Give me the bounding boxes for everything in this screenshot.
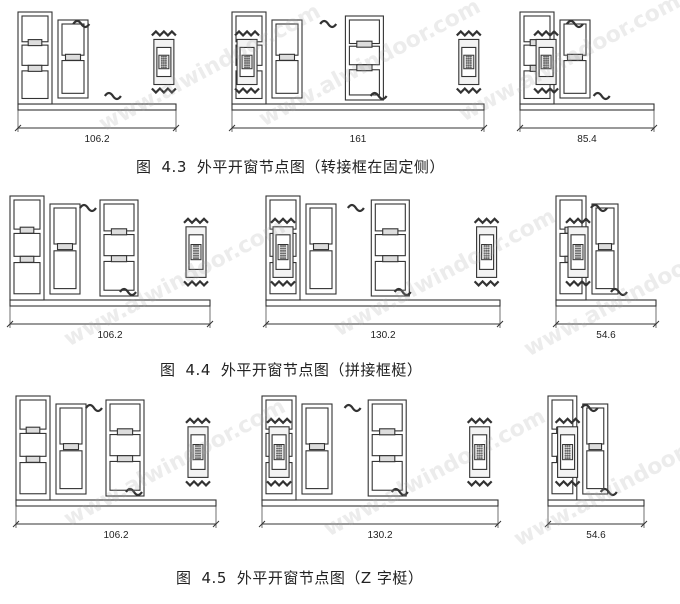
caption-prefix: 图 xyxy=(176,569,192,587)
dimension-label: 85.4 xyxy=(577,134,597,145)
node-detail: 130.2 xyxy=(262,195,504,341)
node-detail: 106.2 xyxy=(6,195,214,341)
dimension-label: 106.2 xyxy=(84,134,109,145)
node-detail: 54.6 xyxy=(552,195,660,341)
figure-caption-4-3: 图 4.3 外平开窗节点图（转接框在固定侧） xyxy=(136,156,445,177)
dimension-label: 130.2 xyxy=(370,330,395,341)
caption-text: 外平开窗节点图（Z 字梃） xyxy=(236,569,424,587)
caption-text: 外平开窗节点图（转接框在固定侧） xyxy=(196,158,445,176)
dimension-label: 130.2 xyxy=(367,530,392,541)
figure-caption-4-4: 图 4.4 外平开窗节点图（拼接框梃） xyxy=(160,359,422,380)
node-detail: 54.6 xyxy=(544,395,648,541)
dimension-label: 161 xyxy=(350,134,367,145)
caption-prefix: 图 xyxy=(136,158,152,176)
node-detail: 106.2 xyxy=(12,395,220,541)
node-detail: 106.2 xyxy=(14,11,180,145)
caption-prefix: 图 xyxy=(160,361,176,379)
caption-number: 4.4 xyxy=(185,361,211,379)
dimension-label: 54.6 xyxy=(596,330,616,341)
caption-text: 外平开窗节点图（拼接框梃） xyxy=(220,361,423,379)
node-detail: 161 xyxy=(228,11,488,145)
dimension-label: 54.6 xyxy=(586,530,606,541)
caption-number: 4.5 xyxy=(201,569,227,587)
dimension-label: 106.2 xyxy=(97,330,122,341)
dimension-label: 106.2 xyxy=(103,530,128,541)
node-detail: 85.4 xyxy=(516,11,658,145)
caption-number: 4.3 xyxy=(161,158,187,176)
figure-caption-4-5: 图 4.5 外平开窗节点图（Z 字梃） xyxy=(176,567,423,588)
node-detail: 130.2 xyxy=(258,395,502,541)
